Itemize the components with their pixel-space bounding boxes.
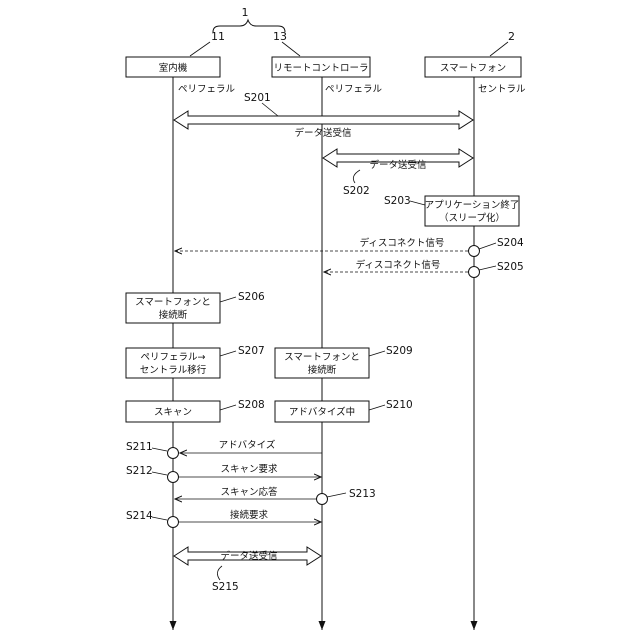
msg-s205-step: S205 [497, 261, 524, 273]
msg-s204-step: S204 [497, 237, 524, 249]
msg-s212-origin [168, 472, 179, 483]
proc-s210-line1: アドバタイズ中 [289, 406, 355, 418]
msg-s202: データ送受信 S202 [323, 149, 473, 197]
msg-s205-label: ディスコネクト信号 [356, 259, 441, 271]
msg-s201-step: S201 [244, 92, 271, 104]
msg-s215: データ送受信 S215 [174, 547, 321, 593]
msg-s204: ディスコネクト信号 S204 [175, 237, 524, 257]
msg-s213-step: S213 [349, 488, 376, 500]
msg-s204-label: ディスコネクト信号 [360, 237, 445, 249]
msg-s211: アドバタイズ S211 [126, 439, 322, 459]
device-remote-role: ペリフェラル [325, 84, 383, 95]
msg-s213: スキャン応答 S213 [175, 486, 376, 505]
msg-s212-label: スキャン要求 [220, 463, 278, 475]
proc-s209-step: S209 [386, 345, 413, 357]
device-ref-phone: 2 [508, 30, 515, 43]
proc-s208-line1: スキャン [154, 407, 192, 418]
msg-s214: 接続要求 S214 [126, 509, 321, 528]
device-remote-name: リモートコントローラ [273, 63, 368, 74]
proc-s210-step: S210 [386, 399, 413, 411]
proc-s209-line1: スマートフォンと [284, 352, 360, 363]
proc-s206-line2: 接続断 [159, 309, 188, 321]
msg-s211-step: S211 [126, 441, 153, 453]
system-ref-label: 1 [242, 6, 249, 19]
msg-s201-label: データ送受信 [294, 127, 351, 139]
msg-s211-receive [168, 448, 179, 459]
proc-s203-line2: （スリープ化） [439, 212, 505, 224]
device-indoor-unit: 室内機 ペリフェラル [126, 57, 236, 95]
proc-s206: スマートフォンと 接続断 S206 [126, 291, 265, 323]
msg-s204-origin [469, 246, 480, 257]
device-indoor-name: 室内機 [159, 62, 188, 74]
proc-s207-step: S207 [238, 345, 265, 357]
msg-s215-label: データ送受信 [220, 550, 277, 562]
msg-s212-step: S212 [126, 465, 153, 477]
proc-s207: ペリフェラル→ セントラル移行 S207 [126, 345, 265, 378]
device-remote-controller: リモートコントローラ ペリフェラル [272, 57, 383, 95]
system-brace: 1 [213, 6, 285, 32]
proc-s207-line2: セントラル移行 [140, 364, 207, 376]
msg-s201: データ送受信 S201 [174, 92, 473, 139]
msg-s211-label: アドバタイズ [219, 439, 276, 451]
msg-s214-origin [168, 517, 179, 528]
msg-s212: スキャン要求 S212 [126, 463, 321, 483]
msg-s202-label: データ送受信 [369, 159, 426, 171]
proc-s208: スキャン S208 [126, 399, 265, 422]
device-phone-name: スマートフォン [440, 63, 506, 74]
proc-s210: アドバタイズ中 S210 [275, 399, 413, 422]
proc-s206-line1: スマートフォンと [135, 297, 211, 308]
proc-s203-line1: アプリケーション終了 [425, 199, 520, 211]
msg-s205: ディスコネクト信号 S205 [324, 259, 524, 278]
device-indoor-role: ペリフェラル [178, 84, 236, 95]
msg-s215-step: S215 [212, 581, 239, 593]
device-ref-indoor: 11 [211, 30, 225, 43]
msg-s214-step: S214 [126, 510, 153, 522]
device-ref-remote: 13 [273, 30, 287, 43]
msg-s205-origin [469, 267, 480, 278]
msg-s202-step: S202 [343, 185, 370, 197]
proc-s207-line1: ペリフェラル→ [141, 352, 206, 363]
msg-s214-label: 接続要求 [230, 509, 269, 521]
proc-s203-step: S203 [384, 195, 411, 207]
msg-s213-origin [317, 494, 328, 505]
proc-s209: スマートフォンと 接続断 S209 [275, 345, 413, 378]
proc-s203: アプリケーション終了 （スリープ化） S203 [384, 195, 519, 226]
proc-s208-step: S208 [238, 399, 265, 411]
device-phone-role: セントラル [478, 84, 526, 95]
proc-s209-line2: 接続断 [308, 364, 337, 376]
proc-s206-step: S206 [238, 291, 265, 303]
msg-s213-label: スキャン応答 [220, 486, 278, 498]
device-smartphone: スマートフォン セントラル [425, 57, 526, 95]
